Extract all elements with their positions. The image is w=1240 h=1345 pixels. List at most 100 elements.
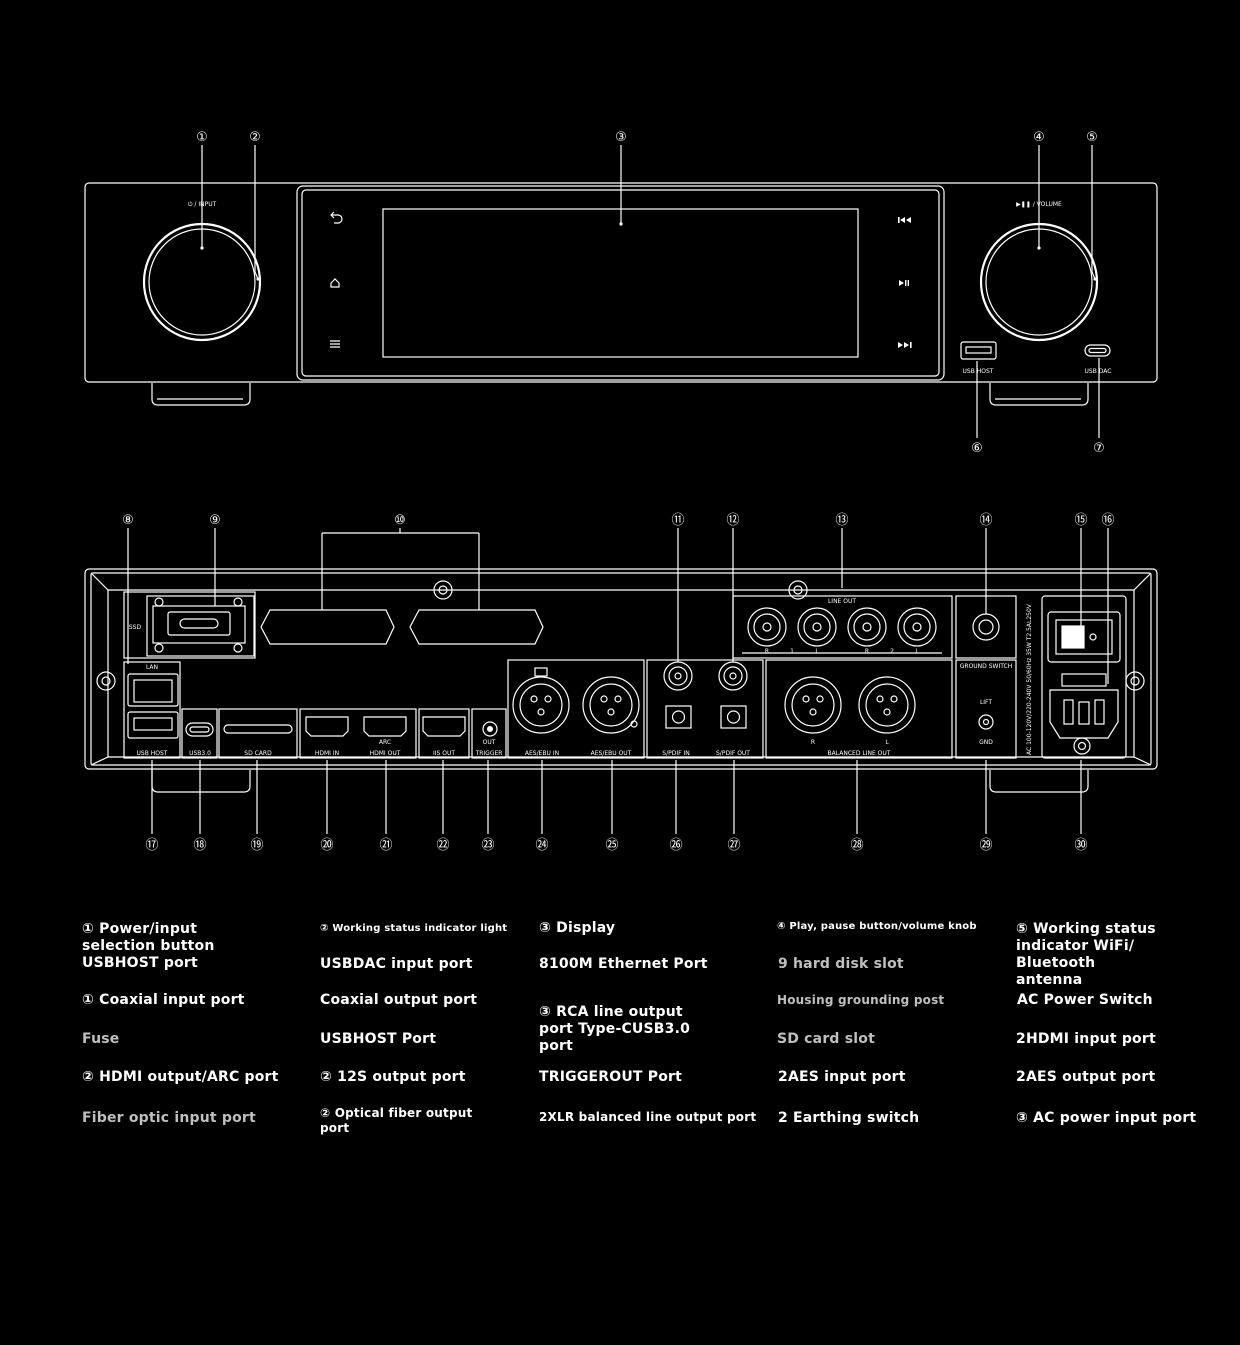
usb-host-port-front[interactable] xyxy=(960,341,997,360)
lan-port[interactable] xyxy=(123,661,181,759)
callout-9: ⑨ xyxy=(209,513,221,528)
line-out-r1-label: R xyxy=(765,648,769,655)
legend-item: ② HDMI output/ARC port xyxy=(82,1069,279,1085)
aes-ebu-in-port[interactable] xyxy=(507,659,645,759)
legend-item: Coaxial output port xyxy=(320,992,478,1008)
knob-right-label: ▶❚❚ / VOLUME xyxy=(1016,201,1062,208)
sd-card-slot[interactable] xyxy=(218,708,298,759)
balanced-xlr-out[interactable] xyxy=(765,659,953,759)
antenna-mount-right xyxy=(409,609,544,645)
usb-host-rear-label: USB HOST xyxy=(137,750,168,757)
ssd-slot[interactable] xyxy=(123,591,256,659)
callout-26: ㉖ xyxy=(669,838,682,853)
callout-4: ④ xyxy=(1033,130,1045,145)
legend-item: TRIGGEROUT Port xyxy=(539,1069,683,1085)
legend-item: 8100M Ethernet Port xyxy=(539,956,708,972)
coaxial-input-port[interactable] xyxy=(646,659,764,759)
iis-out-label: IIS OUT xyxy=(433,750,455,757)
usb-dac-label: USB DAC xyxy=(1085,368,1112,375)
line-out-l2-label: L xyxy=(915,648,919,655)
rear-callouts-bottom: ⑰ ⑱ ⑲ ⑳ ㉑ ㉒ ㉓ ㉔ ㉕ ㉖ ㉗ ㉘ ㉙ ㉚ xyxy=(145,838,1087,853)
callout-18: ⑱ xyxy=(193,838,206,853)
next-icon[interactable] xyxy=(898,342,912,348)
callout-3: ③ xyxy=(615,130,627,145)
back-icon[interactable] xyxy=(330,211,343,224)
callout-14: ⑭ xyxy=(979,513,992,528)
gnd-label: GND xyxy=(979,739,993,746)
sd-card-label: SD CARD xyxy=(244,750,272,757)
callout-20: ⑳ xyxy=(320,838,333,853)
antenna-mount-left xyxy=(260,609,395,645)
legend-item: SD card slot xyxy=(777,1031,875,1047)
legend-item: Fuse xyxy=(82,1031,120,1047)
hdmi-out-arc-port[interactable] xyxy=(363,716,407,737)
callout-11: ⑪ xyxy=(671,513,684,528)
legend-item: ③ Display xyxy=(539,920,616,936)
legend-item: 2 Earthing switch xyxy=(778,1110,920,1126)
ssd-label: SSD xyxy=(129,624,142,631)
previous-icon[interactable] xyxy=(898,217,911,223)
hdmi-in-label: HDMI IN xyxy=(315,750,339,757)
callout-25: ㉕ xyxy=(605,838,618,853)
play-pause-icon[interactable] xyxy=(899,280,909,286)
legend-item: USBHOST Port xyxy=(320,1031,437,1047)
optical-output-port[interactable] xyxy=(720,705,747,729)
legend-item: 2AES input port xyxy=(778,1069,906,1085)
callout-6: ⑥ xyxy=(971,441,983,456)
ground-switch-label: GROUND SWITCH xyxy=(960,663,1012,670)
usb-dac-port-front[interactable] xyxy=(1084,344,1111,357)
aes-in-label: AES/EBU IN xyxy=(525,750,559,757)
aes-ebu-out-port[interactable] xyxy=(582,676,640,734)
line-out-label: LINE OUT xyxy=(828,598,856,605)
home-icon[interactable] xyxy=(330,278,340,288)
legend-item: ② Optical fiber output port xyxy=(320,1106,473,1135)
aes-out-label: AES/EBU OUT xyxy=(591,750,632,757)
power-spec-label: AC 100-120V/220-240V 50/60Hz 35W T2.5AL2… xyxy=(1026,603,1033,755)
legend-item: ③ RCA line output port Type-CUSB3.0 port xyxy=(539,1004,691,1054)
menu-icon[interactable] xyxy=(330,340,340,348)
line-out-l1-label: L xyxy=(815,648,819,655)
callout-10: ⑩ xyxy=(394,513,406,528)
out-label: OUT xyxy=(483,739,496,746)
rear-callouts-top: ⑧ ⑨ ⑩ ⑪ ⑫ ⑬ ⑭ ⑮ ⑯ xyxy=(122,513,1114,528)
callout-7: ⑦ xyxy=(1093,441,1105,456)
legend-item: 2HDMI input port xyxy=(1016,1031,1156,1047)
callout-8: ⑧ xyxy=(122,513,134,528)
lift-label: LIFT xyxy=(980,699,992,706)
spdif-out-label: S/PDIF OUT xyxy=(716,750,750,757)
callout-15: ⑮ xyxy=(1074,513,1087,528)
legend-item: ⑤ Working status indicator WiFi/ Bluetoo… xyxy=(1016,921,1156,988)
trigger-out-port[interactable] xyxy=(471,708,507,759)
rear-leader-lines xyxy=(127,528,1109,834)
iis-out-port[interactable] xyxy=(418,708,470,759)
legend-item: 2AES output port xyxy=(1016,1069,1156,1085)
callout-2: ② xyxy=(249,130,261,145)
legend-item: ③ AC power input port xyxy=(1016,1110,1197,1126)
legend-item: ① Coaxial input port xyxy=(82,992,245,1008)
trigger-label: TRIGGER xyxy=(475,750,503,757)
usb3-type-c-port[interactable] xyxy=(181,708,218,759)
knob-left-label: ⏻ / INPUT xyxy=(188,201,217,208)
callout-19: ⑲ xyxy=(250,838,263,853)
callout-1: ① xyxy=(196,130,208,145)
fuse-holder[interactable] xyxy=(1061,673,1107,687)
callout-17: ⑰ xyxy=(145,838,158,853)
callout-23: ㉓ xyxy=(481,838,494,853)
optical-input-port[interactable] xyxy=(665,705,692,729)
balanced-r-label: R xyxy=(811,739,815,746)
balanced-line-out-label: BALANCED LINE OUT xyxy=(828,750,891,757)
legend-item: Housing grounding post xyxy=(777,993,945,1007)
callout-5: ⑤ xyxy=(1086,130,1098,145)
callout-27: ㉗ xyxy=(727,838,740,853)
legend-item: 2XLR balanced line output port xyxy=(539,1110,757,1124)
ac-power-input[interactable] xyxy=(1049,689,1119,739)
legend-item: ④ Play, pause button/volume knob xyxy=(777,921,977,932)
usb-host-port-rear[interactable] xyxy=(127,711,179,739)
hdmi-in-port[interactable] xyxy=(299,708,417,759)
power-switch[interactable] xyxy=(1041,595,1127,759)
callout-12: ⑫ xyxy=(726,513,739,528)
lan-label: LAN xyxy=(146,664,158,671)
ground-switch[interactable] xyxy=(955,659,1017,759)
